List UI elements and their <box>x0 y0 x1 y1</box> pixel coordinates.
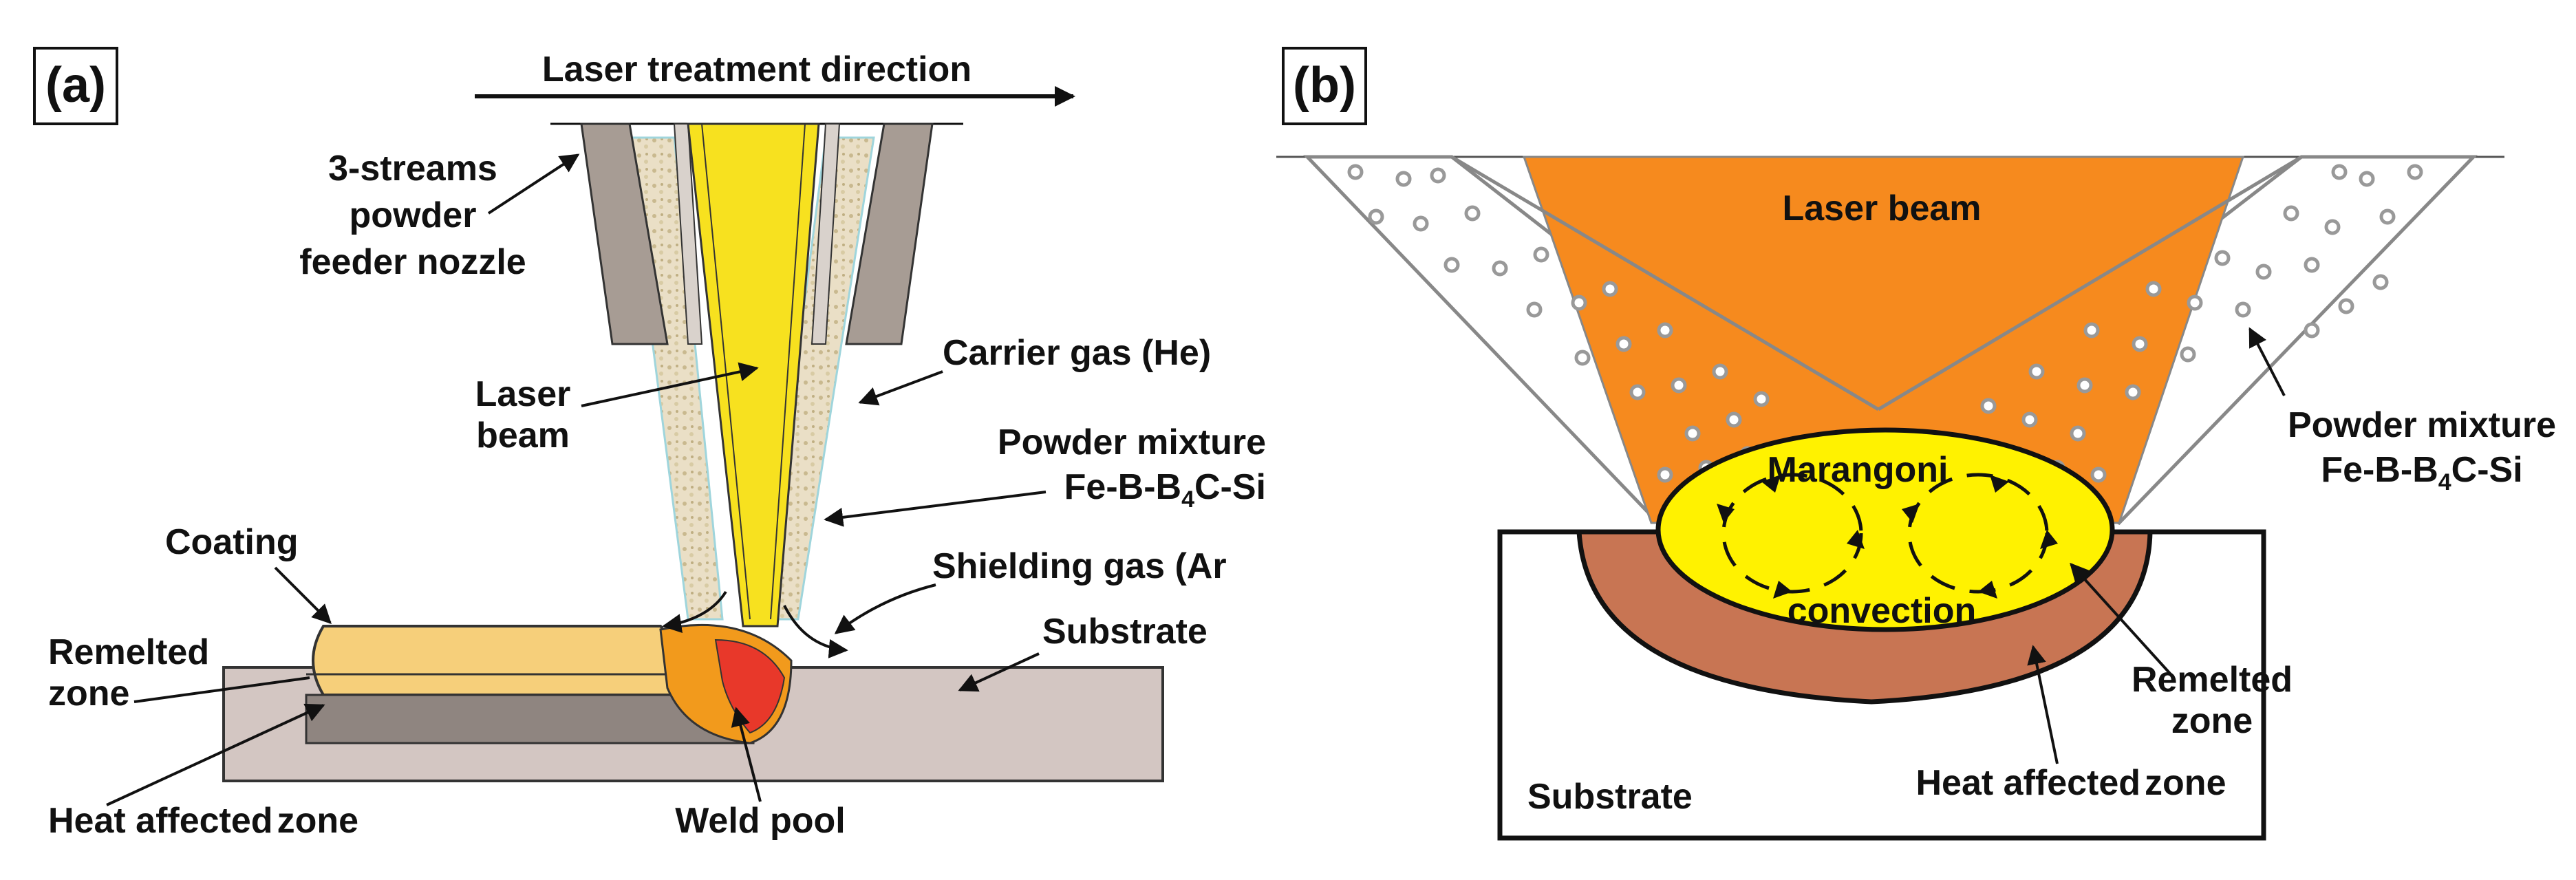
powder-a-label-line2: Fe-B-B4C-Si <box>1064 467 1266 513</box>
nozzle-label-line3: feeder nozzle <box>299 242 526 282</box>
panel-b: (b) <box>1276 47 2556 841</box>
laser-beam-b <box>1522 155 2245 524</box>
shielding-gas-pointer <box>834 583 936 634</box>
remelted-a-label-line2: zone <box>48 674 129 713</box>
laser-beam-core-left <box>701 123 751 620</box>
haz-a-pointer <box>106 703 325 806</box>
panel-a-tag-box <box>33 47 118 125</box>
direction-label: Laser treatment direction <box>542 50 972 89</box>
nozzle-wall-left <box>580 122 669 345</box>
weld-pool-pointer <box>731 707 762 802</box>
haz-b-pointer <box>2027 645 2059 764</box>
convection-arrowheads <box>1717 475 2058 599</box>
nozzle-wall-right <box>845 122 934 345</box>
remelted-a-label-line1: Remelted <box>48 632 209 672</box>
laser-beam-a-pointer <box>581 362 759 407</box>
laser-beam-b-label: Laser beam <box>1782 189 1981 228</box>
powder-b-pointer <box>2248 327 2286 396</box>
marangoni-label-line1: Marangoni <box>1768 450 1949 490</box>
coating-label: Coating <box>165 522 299 562</box>
panel-a: (a) Laser treatment direction 3-streams … <box>33 47 1266 841</box>
shielding-gas-flow-left <box>662 590 727 633</box>
nozzle-pointer <box>487 153 580 215</box>
shielding-gas-label: Shielding gas (Ar <box>932 546 1227 586</box>
carrier-gas-label: Carrier gas (He) <box>943 333 1211 373</box>
powder-particles <box>1347 164 2423 483</box>
powder-a-pointer <box>824 491 1046 527</box>
powder-edge-left <box>1450 155 1880 411</box>
powder-edge-right <box>1877 155 2303 411</box>
panel-a-tag: (a) <box>45 58 106 113</box>
substrate-a-pointer <box>958 652 1040 692</box>
substrate-a-label: Substrate <box>1042 612 1208 652</box>
laser-beam-a-label-line1: Laser <box>475 374 571 414</box>
panel-b-tag: (b) <box>1293 58 1356 113</box>
remelted-b-pointer <box>2070 562 2172 676</box>
nozzle-label-line2: powder <box>350 195 477 235</box>
weld-pool-label: Weld pool <box>675 801 845 841</box>
powder-b-label-line2: Fe-B-B4C-Si <box>2321 450 2522 495</box>
weld-pool-inner <box>714 638 786 734</box>
nozzle-inner-right <box>811 123 841 345</box>
laser-beam-a-label-line2: beam <box>476 416 570 455</box>
carrier-gas-pointer <box>858 370 943 406</box>
nozzle-inner-left <box>673 123 703 345</box>
laser-beam-core-right <box>770 123 806 620</box>
nozzle-label-line1: 3-streams <box>328 149 497 189</box>
marangoni-label-line2: convection <box>1788 591 1977 631</box>
remelted-b-label-line2: zone <box>2171 701 2253 741</box>
substrate-b-label: Substrate <box>1527 777 1693 817</box>
coating-pointer <box>274 566 332 624</box>
remelted-b-label-line1: Remelted <box>2132 660 2293 700</box>
powder-a-label-line1: Powder mixture <box>998 422 1266 462</box>
remelted-a-pointer <box>133 676 310 703</box>
shielding-gas-flow-right <box>783 605 848 658</box>
powder-b-label-line1: Powder mixture <box>2288 405 2556 445</box>
panel-b-tag-box <box>1282 47 1367 125</box>
